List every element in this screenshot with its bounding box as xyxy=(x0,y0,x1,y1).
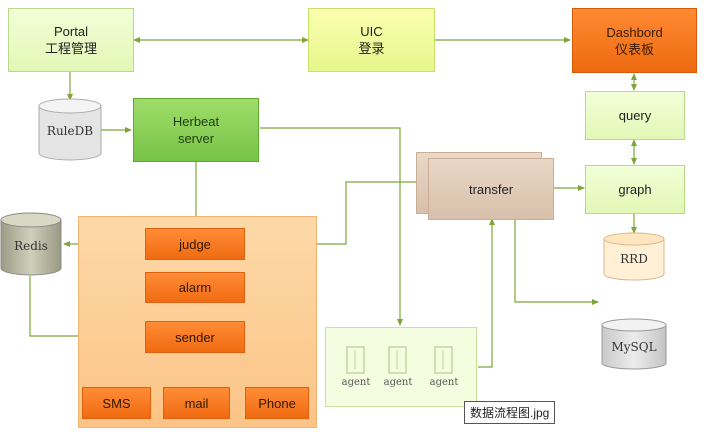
graph-label: graph xyxy=(618,182,652,197)
uic-node[interactable]: UIC 登录 xyxy=(308,8,435,72)
herbeat-label: Herbeat xyxy=(172,114,220,129)
agent-label: agent xyxy=(383,377,413,388)
agent-icon xyxy=(434,346,453,374)
sender-label: sender xyxy=(175,329,215,345)
sms-label: SMS xyxy=(102,395,131,411)
uic-label: UIC xyxy=(360,24,383,39)
database-icon xyxy=(38,98,102,161)
edge-agent-transfer xyxy=(478,218,495,368)
graph-node[interactable]: graph xyxy=(585,165,685,214)
alarm-node[interactable]: alarm xyxy=(145,272,245,303)
agent-icon xyxy=(346,346,365,374)
alarm-label: alarm xyxy=(178,280,212,295)
dashboard-node[interactable]: Dashbord 仪表板 xyxy=(572,8,697,73)
judge-node[interactable]: judge xyxy=(145,228,245,260)
dashboard-label: Dashbord xyxy=(606,24,663,40)
database-icon xyxy=(601,318,667,370)
agent-item[interactable]: agent xyxy=(336,345,376,391)
agent-label: agent xyxy=(429,377,459,388)
edge-herbeat-agent xyxy=(260,127,403,326)
sms-node[interactable]: SMS xyxy=(82,387,151,419)
dashboard-sublabel: 仪表板 xyxy=(614,41,654,57)
herbeat-sublabel: server xyxy=(177,131,215,146)
phone-label: Phone xyxy=(258,395,296,411)
ruledb-label: RuleDB xyxy=(46,124,94,138)
transfer-node[interactable]: transfer xyxy=(428,158,554,220)
ruledb-cylinder[interactable]: RuleDB xyxy=(38,98,102,161)
mysql-cylinder[interactable]: MySQL xyxy=(601,318,667,370)
portal-node[interactable]: Portal 工程管理 xyxy=(8,8,134,72)
rrd-label: RRD xyxy=(620,252,648,266)
query-label: query xyxy=(618,108,652,123)
uic-sublabel: 登录 xyxy=(358,41,385,56)
database-icon xyxy=(603,232,665,281)
mail-node[interactable]: mail xyxy=(163,387,230,419)
agent-icon xyxy=(388,346,407,374)
judge-label: judge xyxy=(179,236,211,252)
edge-transfer-mysql xyxy=(514,220,599,305)
database-icon xyxy=(0,212,62,276)
redis-label: Redis xyxy=(14,239,48,253)
query-node[interactable]: query xyxy=(585,91,685,140)
redis-cylinder[interactable]: Redis xyxy=(0,212,62,276)
agent-item[interactable]: agent xyxy=(378,345,418,391)
file-name-label: 数据流程图.jpg xyxy=(464,401,556,424)
portal-sublabel: 工程管理 xyxy=(44,41,97,56)
mysql-label: MySQL xyxy=(611,340,657,354)
rrd-cylinder[interactable]: RRD xyxy=(603,232,665,281)
agent-label: agent xyxy=(341,377,371,388)
mail-label: mail xyxy=(184,395,209,411)
sender-node[interactable]: sender xyxy=(145,321,245,353)
agent-item[interactable]: agent xyxy=(424,345,464,391)
transfer-label: transfer xyxy=(468,181,514,197)
phone-node[interactable]: Phone xyxy=(245,387,309,419)
portal-label: Portal xyxy=(54,24,88,39)
herbeat-server-node[interactable]: Herbeat server xyxy=(133,98,259,162)
